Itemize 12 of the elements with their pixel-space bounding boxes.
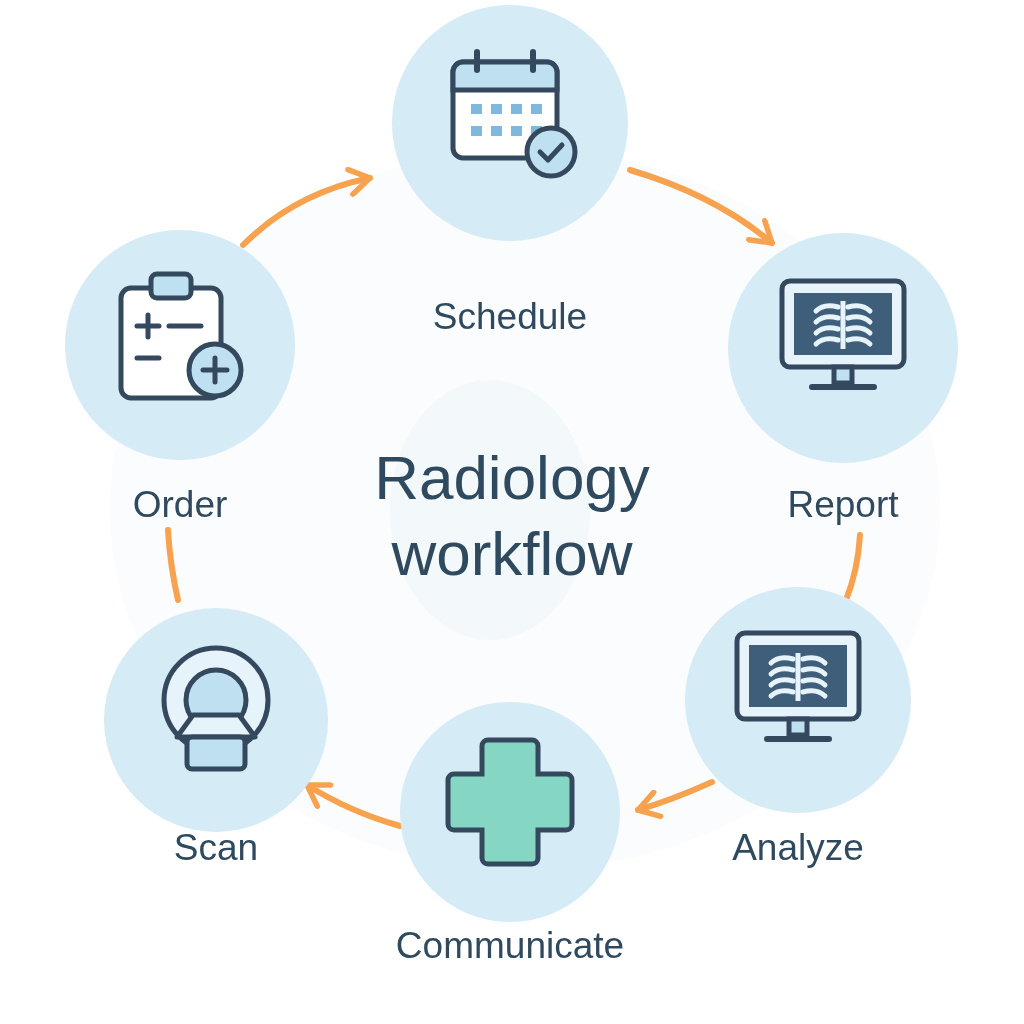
arrow <box>635 779 715 819</box>
step-label: Analyze <box>731 826 865 870</box>
step-label: Report <box>786 483 900 527</box>
step-label: Communicate <box>394 924 626 968</box>
step-label: Scan <box>172 826 260 870</box>
arrow <box>627 167 775 246</box>
diagram-title: Radiology workflow <box>373 442 651 590</box>
connector-line <box>165 527 181 603</box>
arrow <box>304 782 403 829</box>
arrow <box>240 167 373 248</box>
step-label: Order <box>131 483 229 527</box>
step-label: Schedule <box>431 295 589 339</box>
